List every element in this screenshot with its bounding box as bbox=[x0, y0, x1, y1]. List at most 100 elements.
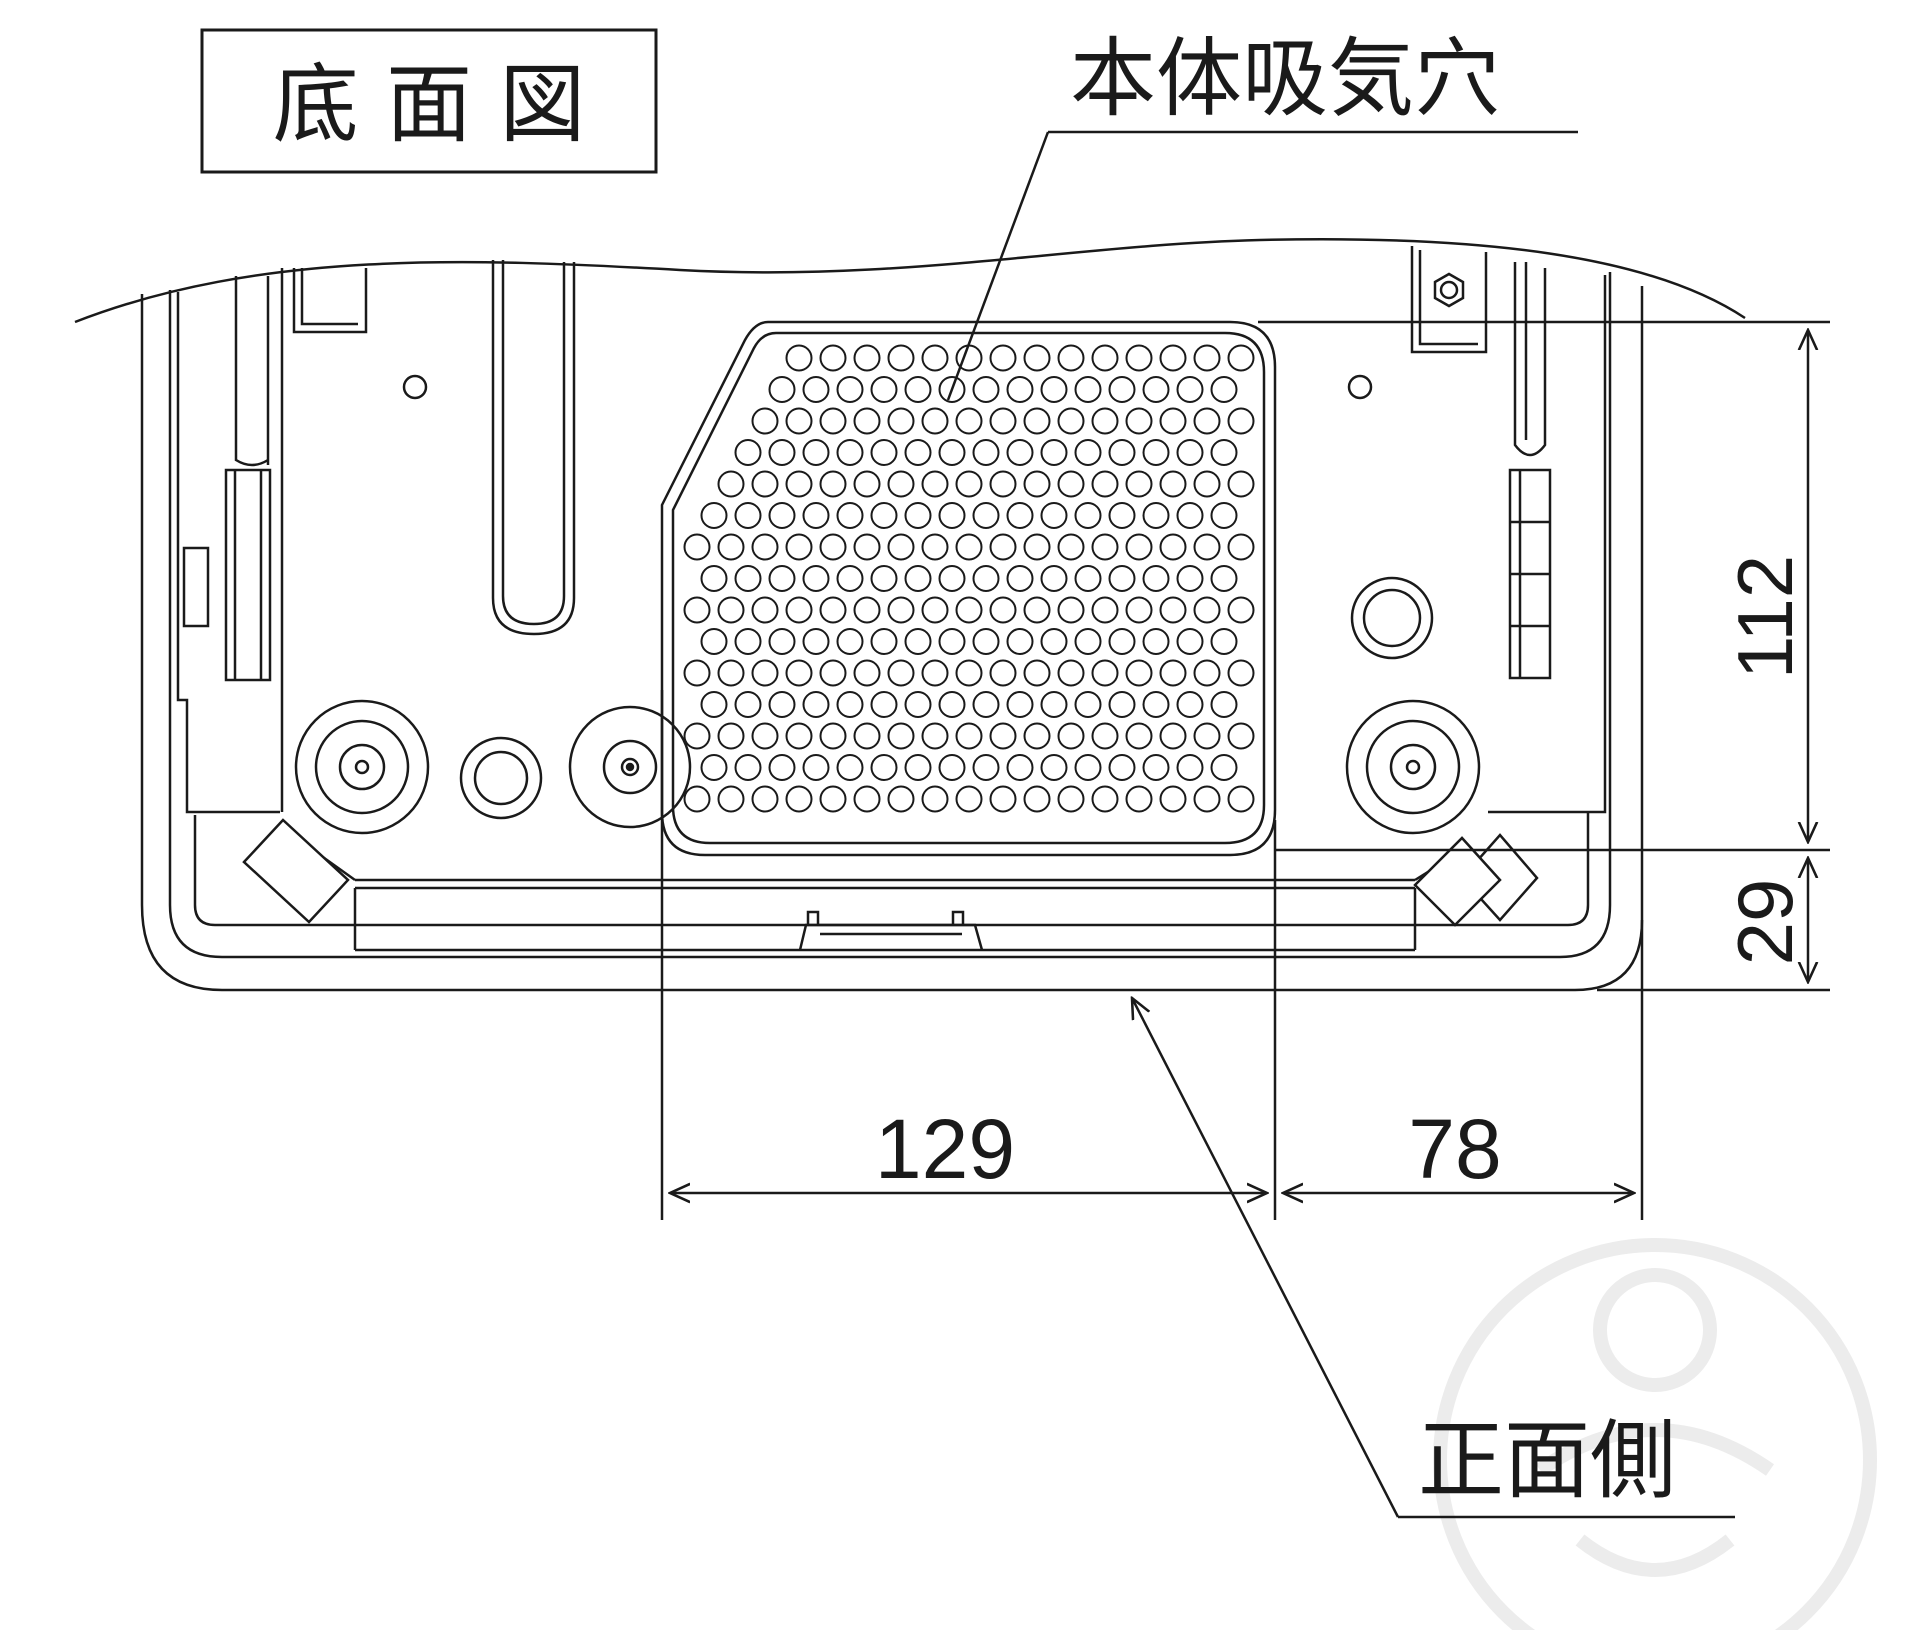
intake-hole bbox=[802, 628, 830, 655]
intake-hole bbox=[972, 565, 1000, 592]
intake-hole bbox=[819, 659, 847, 687]
intake-hole bbox=[1057, 659, 1085, 687]
intake-hole bbox=[768, 691, 796, 718]
intake-hole bbox=[921, 407, 949, 435]
intake-hole bbox=[921, 659, 949, 687]
screw-boss bbox=[568, 705, 692, 829]
intake-hole bbox=[1159, 596, 1187, 624]
intake-hole bbox=[972, 628, 1000, 655]
intake-hole bbox=[1227, 596, 1255, 624]
intake-hole bbox=[683, 722, 711, 750]
intake-hole bbox=[921, 470, 949, 498]
intake-hole bbox=[1227, 407, 1255, 435]
intake-hole bbox=[955, 407, 983, 435]
intake-hole bbox=[1091, 470, 1119, 498]
intake-hole bbox=[1193, 533, 1221, 561]
intake-hole bbox=[1142, 439, 1170, 466]
intake-hole bbox=[955, 470, 983, 498]
intake-hole bbox=[1091, 659, 1119, 687]
intake-hole bbox=[1210, 502, 1238, 529]
intake-hole bbox=[1057, 722, 1085, 750]
intake-hole bbox=[802, 565, 830, 592]
foot-left bbox=[294, 699, 430, 835]
intake-hole bbox=[904, 439, 932, 466]
front-callout bbox=[1132, 998, 1735, 1519]
intake-hole bbox=[700, 565, 728, 592]
intake-hole bbox=[938, 628, 966, 655]
right-bracket bbox=[1410, 246, 1552, 680]
intake-hole bbox=[853, 659, 881, 687]
intake-hole bbox=[904, 376, 932, 403]
intake-hole bbox=[1091, 785, 1119, 813]
intake-hole bbox=[989, 659, 1017, 687]
intake-hole bbox=[989, 785, 1017, 813]
dim-horizontal-right: 78 bbox=[1408, 1102, 1501, 1196]
intake-hole bbox=[1108, 754, 1136, 781]
intake-hole bbox=[751, 407, 779, 435]
intake-hole bbox=[1159, 344, 1187, 372]
intake-hole bbox=[717, 470, 745, 498]
intake-hole bbox=[1006, 754, 1034, 781]
intake-hole bbox=[1091, 533, 1119, 561]
intake-hole bbox=[717, 659, 745, 687]
intake-hole bbox=[955, 533, 983, 561]
intake-hole bbox=[1193, 722, 1221, 750]
intake-hole bbox=[1023, 722, 1051, 750]
intake-hole bbox=[989, 344, 1017, 372]
intake-hole bbox=[989, 470, 1017, 498]
intake-hole bbox=[921, 785, 949, 813]
intake-hole bbox=[1125, 344, 1153, 372]
intake-hole bbox=[751, 785, 779, 813]
intake-hole bbox=[1142, 565, 1170, 592]
intake-hole bbox=[1159, 533, 1187, 561]
dim-vertical-lower: 29 bbox=[1721, 879, 1809, 966]
title-label: 底 面 図 bbox=[273, 55, 586, 155]
intake-hole bbox=[802, 691, 830, 718]
intake-hole bbox=[853, 344, 881, 372]
intake-hole bbox=[751, 596, 779, 624]
intake-hole bbox=[972, 691, 1000, 718]
intake-hole bbox=[1125, 722, 1153, 750]
horizontal-dimension bbox=[660, 690, 1644, 1220]
intake-hole bbox=[836, 439, 864, 466]
intake-hole bbox=[819, 470, 847, 498]
intake-hole bbox=[904, 502, 932, 529]
intake-hole bbox=[955, 785, 983, 813]
intake-hole bbox=[904, 754, 932, 781]
intake-hole bbox=[1057, 407, 1085, 435]
intake-hole bbox=[1040, 502, 1068, 529]
intake-hole bbox=[1227, 344, 1255, 372]
intake-hole bbox=[1142, 502, 1170, 529]
intake-hole bbox=[972, 376, 1000, 403]
intake-hole bbox=[785, 659, 813, 687]
intake-hole bbox=[887, 785, 915, 813]
intake-hole bbox=[1125, 659, 1153, 687]
intake-hole bbox=[700, 691, 728, 718]
intake-hole bbox=[1006, 691, 1034, 718]
intake-label: 本体吸気穴 bbox=[1070, 29, 1500, 129]
intake-hole bbox=[1108, 502, 1136, 529]
intake-hole bbox=[1091, 596, 1119, 624]
intake-hole bbox=[853, 596, 881, 624]
intake-hole bbox=[904, 691, 932, 718]
intake-hole bbox=[870, 565, 898, 592]
intake-hole bbox=[887, 470, 915, 498]
intake-hole bbox=[768, 628, 796, 655]
intake-hole bbox=[955, 722, 983, 750]
intake-hole bbox=[768, 439, 796, 466]
intake-hole bbox=[1023, 470, 1051, 498]
intake-hole bbox=[1193, 470, 1221, 498]
intake-hole bbox=[734, 754, 762, 781]
intake-hole bbox=[853, 533, 881, 561]
intake-hole bbox=[1159, 470, 1187, 498]
intake-hole bbox=[1023, 407, 1051, 435]
corner-block-left bbox=[242, 818, 350, 924]
intake-hole bbox=[1057, 596, 1085, 624]
intake-hole bbox=[1176, 628, 1204, 655]
intake-hole bbox=[802, 754, 830, 781]
intake-hole bbox=[819, 785, 847, 813]
intake-hole bbox=[836, 691, 864, 718]
intake-hole bbox=[1023, 533, 1051, 561]
intake-hole bbox=[938, 439, 966, 466]
small-hole-left bbox=[402, 374, 428, 400]
